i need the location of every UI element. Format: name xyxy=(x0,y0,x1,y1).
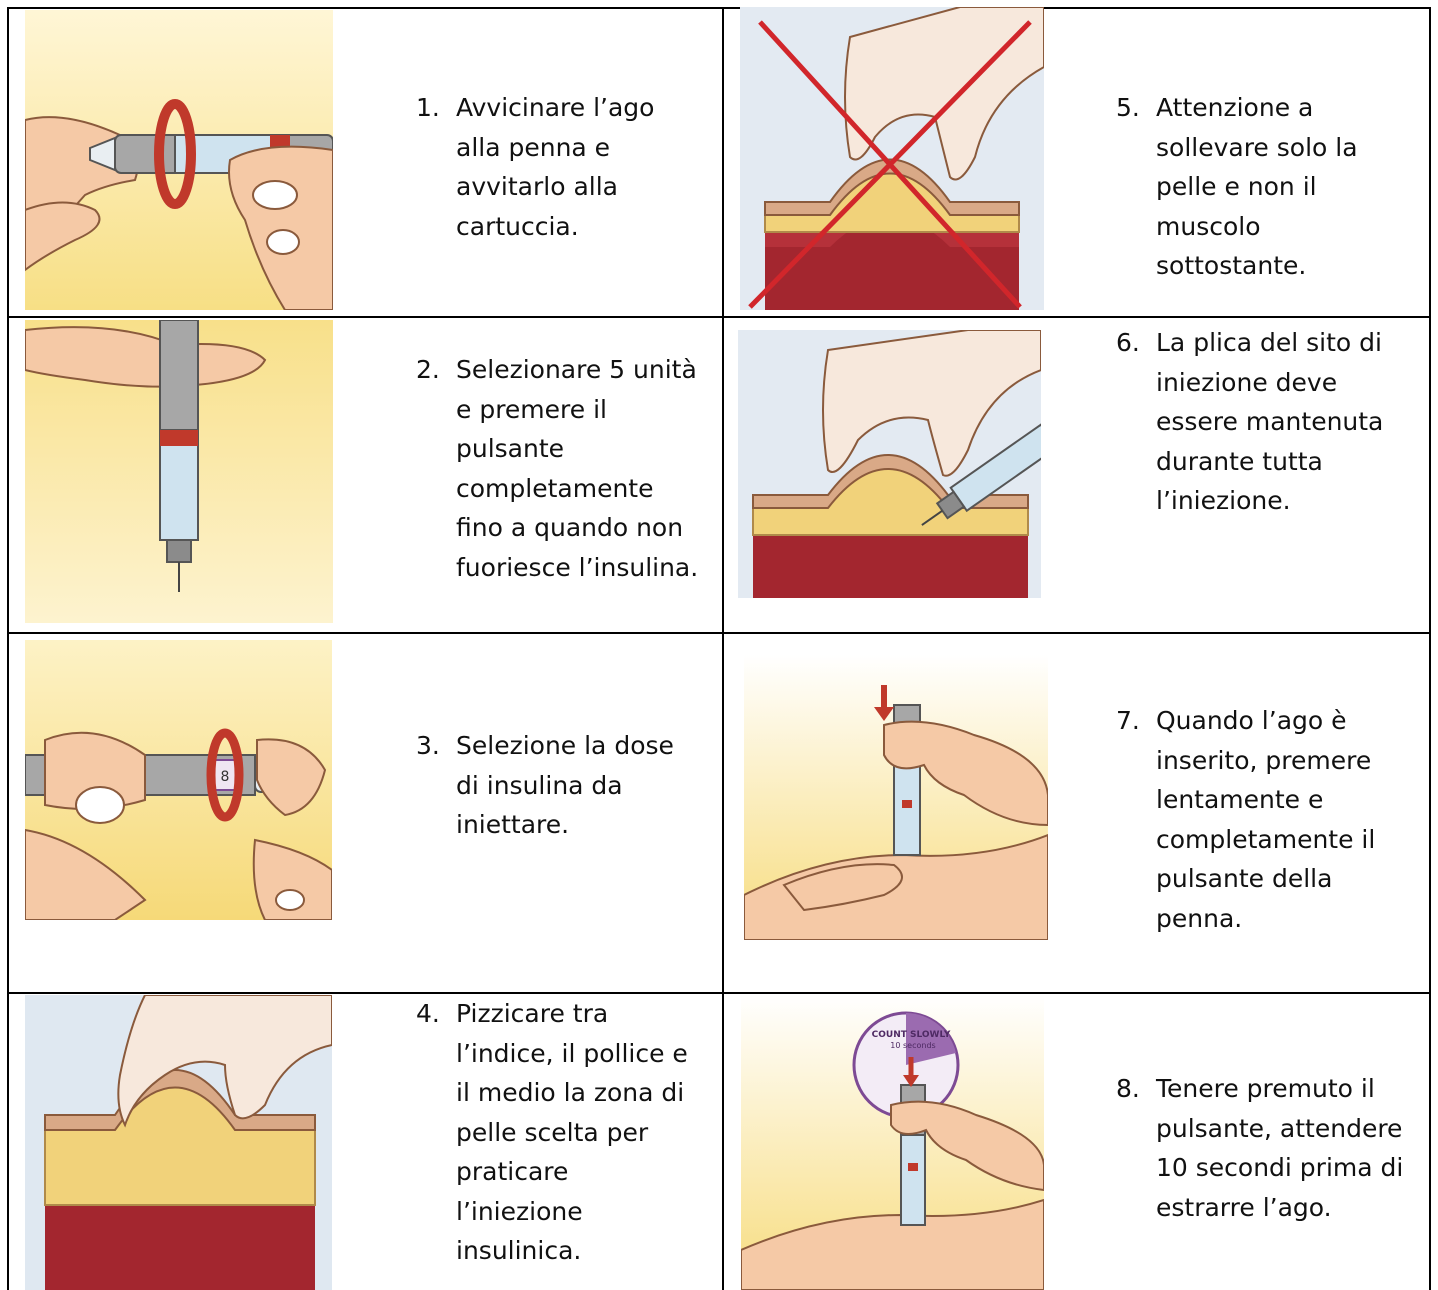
step-1-number: 1. xyxy=(416,88,460,128)
step-4-illustration xyxy=(25,995,332,1290)
step-8-illustration: COUNT SLOWLY 10 seconds xyxy=(741,995,1044,1290)
step-4: 4. Pizzicare tra l’indice, il pollice e … xyxy=(416,994,716,1284)
step-5-illustration xyxy=(740,7,1044,310)
step-5-text: Attenzione a sollevare solo la pelle e n… xyxy=(1156,88,1358,286)
dose-window-number: 8 xyxy=(221,769,230,785)
step-2-text: Selezionare 5 unità e premere il pulsant… xyxy=(456,350,698,587)
step-1: 1. Avvicinare l’ago alla penna e avvitar… xyxy=(416,88,716,258)
step-8-text: Tenere premuto il pulsante, attendere 10… xyxy=(1156,1069,1403,1227)
step-6-illustration xyxy=(738,330,1041,598)
step-6-number: 6. xyxy=(1116,323,1160,363)
step-3-text: Selezione la dose di insulina da inietta… xyxy=(456,726,674,845)
step-5: 5. Attenzione a sollevare solo la pelle … xyxy=(1116,88,1422,298)
step-2-illustration xyxy=(25,320,333,623)
step-2-number: 2. xyxy=(416,350,460,390)
step-4-text: Pizzicare tra l’indice, il pollice e il … xyxy=(456,994,688,1271)
step-7-number: 7. xyxy=(1116,701,1160,741)
step-3-number: 3. xyxy=(416,726,460,766)
table-border-top xyxy=(7,7,1431,9)
step-8-number: 8. xyxy=(1116,1069,1160,1109)
step-1-illustration xyxy=(25,10,333,310)
step-7-text: Quando l’ago è inserito, premere lentame… xyxy=(1156,701,1375,938)
step-3-illustration: 8 xyxy=(25,640,332,920)
count-badge-line2: 10 seconds xyxy=(890,1041,935,1050)
step-8: 8. Tenere premuto il pulsante, attendere… xyxy=(1116,1069,1422,1239)
table-border-right xyxy=(1429,7,1431,1290)
step-6: 6. La plica del sito di iniezione deve e… xyxy=(1116,323,1422,533)
step-2: 2. Selezionare 5 unità e premere il puls… xyxy=(416,350,716,600)
table-border-left xyxy=(7,7,9,1290)
step-4-number: 4. xyxy=(416,994,460,1034)
row-divider-2 xyxy=(7,632,1431,634)
row-divider-1 xyxy=(7,316,1431,318)
row-divider-3 xyxy=(7,992,1431,994)
step-7-illustration xyxy=(744,655,1048,940)
step-3: 3. Selezione la dose di insulina da inie… xyxy=(416,726,716,856)
step-6-text: La plica del sito di iniezione deve esse… xyxy=(1156,323,1383,521)
step-5-number: 5. xyxy=(1116,88,1160,128)
table-divider-vertical xyxy=(722,7,724,1290)
count-badge-line1: COUNT SLOWLY xyxy=(872,1030,951,1040)
step-1-text: Avvicinare l’ago alla penna e avvitarlo … xyxy=(456,88,654,246)
step-7: 7. Quando l’ago è inserito, premere lent… xyxy=(1116,701,1422,951)
